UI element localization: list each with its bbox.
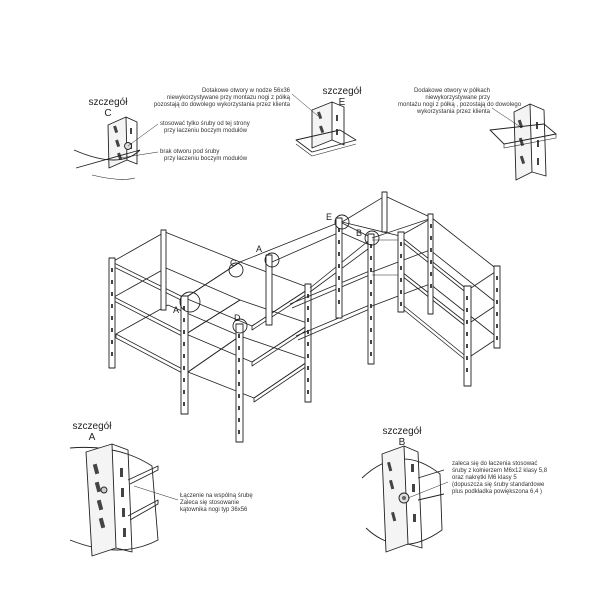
detail-c-drawing (73, 116, 159, 180)
detail-b-note-line-4: (dopuszcza się śruby standardowe (452, 482, 545, 488)
detail-a-note: Łączenie na wspólną śrubę Zaleca się sto… (180, 493, 253, 514)
marker-a-top: A (256, 244, 263, 254)
marker-e: E (326, 212, 333, 222)
detail-c-note-1-line-1: stosować tylko śruby od tej strony (160, 121, 250, 127)
detail-e-word: szczegół (322, 86, 362, 97)
marker-circle-a-top (264, 252, 280, 268)
detail-a-letter: A (88, 432, 96, 443)
detail-c-letter: C (104, 108, 112, 119)
detail-a-note-line-3: kątownika nogi typ 36x56 (180, 507, 248, 513)
detail-a-note-line-2: Zaleca się stosowanie (180, 500, 240, 506)
detail-a-note-line-1: Łączenie na wspólną śrubę (180, 493, 253, 499)
detail-e-drawing (291, 93, 357, 157)
detail-c-note-1-line-2: przy łaczeniu boczym modułów (164, 128, 248, 134)
marker-c: C (230, 258, 237, 268)
shelving-assembly (108, 191, 501, 443)
detail-d-note-line-1: Dodakowe otwory w półkach (413, 88, 490, 94)
marker-b: B (356, 228, 363, 238)
marker-d: D (234, 313, 241, 323)
marker-circle-e (334, 214, 350, 230)
detail-e-note: Dotakowe otwory w nodze 56x36 niewykorzy… (150, 88, 290, 109)
detail-e-letter: E (338, 97, 346, 108)
detail-a-title: szczegół A (70, 421, 114, 443)
detail-b-note-line-3: oraz nakrętki M6 klasy 5 (452, 475, 517, 481)
detail-e-note-line-2: niewykorzystywane przy montazu nogi z pó… (166, 95, 290, 101)
detail-b-note: zaleca się do łaczenia stosować śruby z … (452, 461, 547, 496)
detail-b-word: szczegół (382, 426, 422, 437)
marker-circle-d (232, 318, 248, 334)
detail-c-note-1: stosować tylko śruby od tej strony przy … (160, 121, 250, 135)
detail-d-drawing (489, 103, 557, 181)
detail-c-note-2-line-1: brak otworu pod śruby (160, 149, 220, 155)
detail-d-note-line-4: wykorzystania przez klienta (416, 109, 490, 115)
detail-e-note-line-1: Dotakowe otwory w nodze 56x36 (201, 88, 290, 94)
detail-c-note-2-line-2: przy łaczeniu boczym modułów (164, 156, 248, 162)
detail-a-drawing (69, 443, 179, 557)
detail-e-note-line-3: pozostają do dowolego wykorzystania prze… (153, 102, 290, 108)
detail-b-title: szczegół B (380, 426, 424, 448)
detail-b-note-line-5: plus podkładka powiększona 6,4 ) (452, 489, 543, 495)
marker-circle-c (228, 262, 244, 278)
detail-d-note: Dodakowe otwory w półkach niewykorzystyw… (398, 88, 522, 116)
detail-b-drawing (361, 445, 449, 553)
detail-c-word: szczegół (88, 97, 128, 108)
marker-circle-b (364, 230, 380, 246)
detail-d-note-line-3: montażu nogi z półką , pozostają do dowo… (398, 102, 522, 108)
marker-a-left: A (173, 305, 180, 315)
detail-b-letter: B (398, 437, 406, 448)
detail-b-note-line-1: zaleca się do łaczenia stosować (452, 461, 538, 467)
detail-c-note-2: brak otworu pod śruby przy łaczeniu bocz… (160, 149, 247, 163)
detail-d-note-line-2: niewykorzystywane przy (425, 95, 490, 101)
marker-circle-a (179, 291, 201, 313)
detail-b-note-line-2: śruby z kołnierzem M6x12 klasy 5,8 (452, 468, 548, 474)
detail-a-word: szczegół (72, 421, 112, 432)
detail-c-title: szczegół C (86, 97, 130, 119)
detail-e-title: szczegół E (320, 86, 364, 108)
